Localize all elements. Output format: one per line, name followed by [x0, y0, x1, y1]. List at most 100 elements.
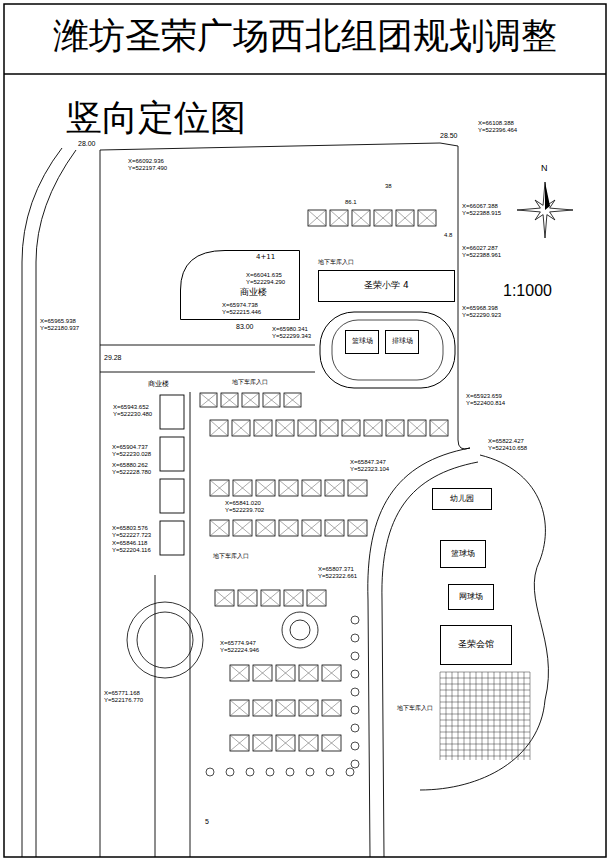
coordinate-label: Y=522290.923 — [462, 312, 501, 318]
house-outline — [302, 480, 321, 496]
house-unit — [256, 520, 275, 536]
house-unit — [308, 210, 326, 226]
coordinate-label: Y=522239.702 — [225, 507, 264, 513]
house-outline — [374, 210, 392, 226]
tree-symbol — [286, 768, 294, 776]
house-unit — [230, 665, 249, 681]
coordinate-label: X=65841.020 — [225, 500, 261, 506]
house-unit — [348, 480, 367, 496]
house-outline — [230, 735, 249, 751]
tree-symbol — [351, 706, 359, 714]
site-boundary — [100, 143, 470, 449]
dimension-label: 29.28 — [104, 354, 122, 361]
house-unit — [342, 420, 360, 436]
house-outline — [330, 210, 348, 226]
house-outline — [261, 590, 280, 606]
house-outline — [221, 393, 238, 407]
kindergarten-building: 幼儿园 — [432, 488, 492, 510]
dimension-label: 86.1 — [345, 199, 357, 205]
coordinate-label: X=65980.341 — [272, 326, 308, 332]
house-outline — [299, 735, 318, 751]
house-outline — [386, 420, 404, 436]
shop-building — [160, 521, 184, 555]
coordinate-label: X=65803.576 — [112, 525, 148, 531]
house-unit — [230, 735, 249, 751]
roof-ridge — [302, 520, 321, 536]
house-unit — [200, 393, 217, 407]
coordinate-label: X=66067.388 — [462, 203, 498, 209]
house-outline — [276, 420, 294, 436]
house-unit — [302, 520, 321, 536]
sports-court: 网球场 — [448, 584, 494, 610]
roof-ridge — [221, 393, 238, 407]
roof-ridge — [342, 420, 360, 436]
roof-ridge — [284, 393, 301, 407]
roof-ridge — [284, 590, 303, 606]
tree-symbol — [306, 768, 314, 776]
coordinate-label: Y=522176.770 — [104, 697, 143, 703]
roof-ridge — [254, 420, 272, 436]
coordinate-label: X=65846.118 — [112, 540, 147, 546]
tree-symbol — [351, 652, 359, 660]
house-unit — [408, 420, 426, 436]
coordinate-label: Y=522294.290 — [246, 279, 285, 285]
house-unit — [215, 590, 234, 606]
house-unit — [284, 393, 301, 407]
road-edge — [190, 392, 191, 857]
tree-symbol — [351, 616, 359, 624]
plan-linework — [206, 616, 359, 776]
sheet-frame — [4, 4, 606, 857]
tree-symbol — [351, 670, 359, 678]
house-outline — [396, 210, 414, 226]
place-label: 商业楼 — [148, 380, 169, 387]
house-unit — [210, 420, 228, 436]
house-unit — [352, 210, 370, 226]
house-outline — [279, 480, 298, 496]
roof-ridge — [210, 520, 229, 536]
track-lane — [332, 320, 443, 380]
house-unit — [256, 480, 275, 496]
dimension-label: 5 — [205, 818, 209, 825]
plan-linework — [160, 395, 184, 555]
coordinate-label: Y=522197.490 — [128, 165, 167, 171]
tree-symbol — [351, 724, 359, 732]
house-outline — [238, 590, 257, 606]
building-name: 网球场 — [459, 593, 483, 602]
roof-ridge — [256, 520, 275, 536]
roof-ridge — [233, 480, 252, 496]
plaza-circle — [137, 612, 193, 668]
house-outline — [322, 700, 341, 716]
roof-ridge — [276, 420, 294, 436]
house-unit — [253, 735, 272, 751]
house-unit — [322, 700, 341, 716]
roof-ridge — [242, 393, 259, 407]
place-label: 地下车库入口 — [213, 553, 249, 559]
roof-ridge — [276, 665, 295, 681]
house-unit — [325, 520, 344, 536]
building-name: 排球场 — [392, 338, 413, 346]
coordinate-label: X=65968.398 — [462, 305, 498, 311]
house-unit — [253, 700, 272, 716]
roof-ridge — [230, 665, 249, 681]
scale-note: 1:1000 — [503, 283, 552, 299]
place-label: 地下车库入口 — [232, 379, 268, 385]
road-edge — [100, 345, 315, 346]
coordinate-label: X=65822.427 — [488, 438, 524, 444]
house-unit — [418, 210, 436, 226]
house-outline — [253, 735, 272, 751]
coordinate-label: Y=522388.915 — [462, 210, 501, 216]
coordinate-label: X=66092.936 — [128, 158, 164, 164]
house-outline — [232, 420, 250, 436]
building-name: 篮球场 — [451, 550, 475, 559]
coordinate-label: X=65965.938 — [40, 318, 76, 324]
house-unit — [242, 393, 259, 407]
house-outline — [348, 480, 367, 496]
house-unit — [320, 420, 338, 436]
building-name: 圣荣小学 4 — [364, 281, 409, 291]
building-name: 商业楼 — [240, 288, 267, 298]
roof-ridge — [320, 420, 338, 436]
house-unit — [299, 665, 318, 681]
dimension-label: 28.50 — [440, 132, 458, 139]
roof-ridge — [352, 210, 370, 226]
roof-ridge — [364, 420, 382, 436]
